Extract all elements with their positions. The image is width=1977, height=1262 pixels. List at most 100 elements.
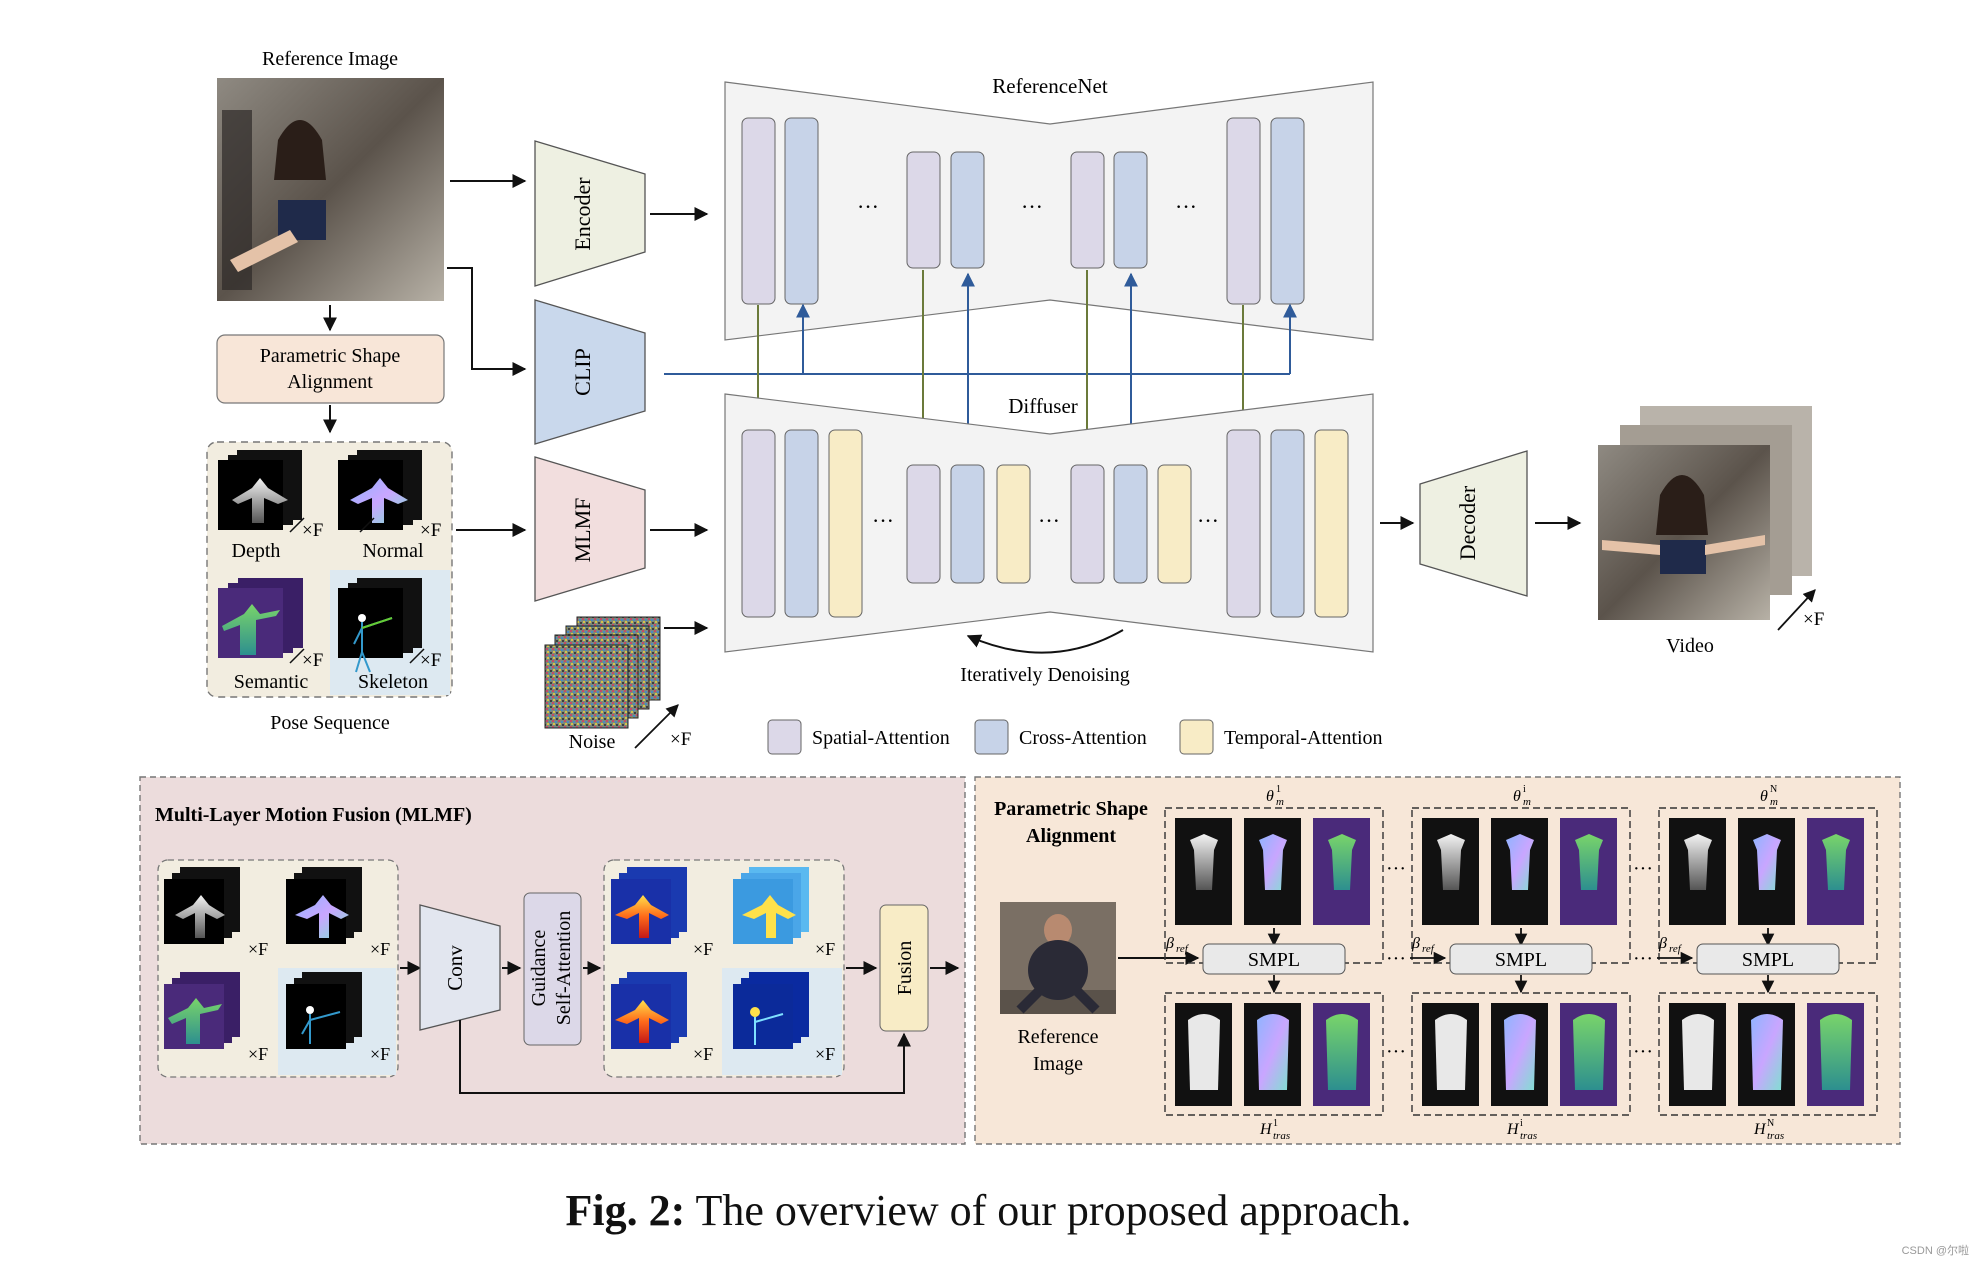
referencenet-ellipsis-1: ··· xyxy=(857,194,879,219)
beta-ref-1: β xyxy=(1165,935,1174,952)
h-1-sup: 1 xyxy=(1273,1118,1278,1129)
psa-box-line2: Alignment xyxy=(287,371,373,393)
h-3: H xyxy=(1753,1121,1767,1138)
theta-3-sup: N xyxy=(1770,784,1777,795)
mlmf-depth-times-f: ×F xyxy=(248,939,268,959)
referencenet-label: ReferenceNet xyxy=(992,74,1108,98)
parametric-shape-alignment-box xyxy=(216,334,445,404)
video-label: Video xyxy=(1666,635,1714,657)
h-1: H xyxy=(1259,1121,1273,1138)
referencenet-block xyxy=(724,81,1374,341)
legend-spatial-swatch xyxy=(767,719,802,755)
mlmf-normal-times-f: ×F xyxy=(370,939,390,959)
mlmf-guided-times-f-2: ×F xyxy=(815,939,835,959)
figure-caption-text: The overview of our proposed approach. xyxy=(685,1186,1412,1235)
output-video-frames xyxy=(1598,406,1812,620)
psa-reference-label-line1: Reference xyxy=(1017,1026,1098,1048)
psa-reference-image xyxy=(1000,902,1116,1014)
skeleton-label: Skeleton xyxy=(358,671,428,693)
diffuser-block xyxy=(724,393,1374,653)
mlmf-label: MLMF xyxy=(570,498,595,563)
diffuser-label: Diffuser xyxy=(1008,394,1078,418)
denoising-loop-arrow xyxy=(966,629,1124,654)
psa-group-3 xyxy=(1658,807,1878,1116)
diffuser-ellipsis-2: ··· xyxy=(1038,508,1060,533)
depth-map-stack xyxy=(218,450,302,530)
pose-sequence-label: Pose Sequence xyxy=(270,712,390,734)
psa-box-line1: Parametric Shape xyxy=(260,345,401,367)
smpl-label-1: SMPL xyxy=(1248,949,1300,971)
psa-ellipsis-top-2: ··· xyxy=(1633,858,1653,880)
beta-ref-1-sub: ref xyxy=(1176,943,1190,955)
psa-ellipsis-top-1: ··· xyxy=(1386,858,1406,880)
watermark: CSDN @尔啦 xyxy=(1901,1245,1969,1257)
beta-ref-3: β xyxy=(1658,935,1667,952)
fusion-block xyxy=(879,904,929,1032)
mlmf-guided-times-f-1: ×F xyxy=(693,939,713,959)
psa-ellipsis-bottom-1: ··· xyxy=(1386,1041,1406,1063)
semantic-times-f: ×F xyxy=(302,650,323,671)
mlmf-block xyxy=(534,456,646,602)
fusion-label: Fusion xyxy=(894,941,916,995)
guidance-label-line1: Guidance xyxy=(528,930,550,1007)
mlmf-input-maps xyxy=(164,867,362,1049)
guidance-label-line2: Self-Attention xyxy=(553,911,575,1025)
encoder-block xyxy=(534,140,646,287)
mlmf-panel-title: Multi-Layer Motion Fusion (MLMF) xyxy=(155,804,472,826)
conv-block xyxy=(419,904,501,1031)
conv-label: Conv xyxy=(443,945,467,991)
theta-1: θ xyxy=(1266,788,1274,805)
beta-ref-3-sub: ref xyxy=(1669,943,1683,955)
theta-3: θ xyxy=(1760,788,1768,805)
legend-cross-label: Cross-Attention xyxy=(1019,727,1147,749)
reference-image-title: Reference Image xyxy=(262,48,398,70)
legend-spatial-label: Spatial-Attention xyxy=(812,727,950,749)
psa-panel-title-line1: Parametric Shape xyxy=(994,798,1148,820)
noise-stack xyxy=(544,616,661,729)
psa-ellipsis-mid-2: ··· xyxy=(1633,948,1653,970)
mlmf-guided-maps xyxy=(611,867,809,1049)
diffuser-ellipsis-3: ··· xyxy=(1197,508,1219,533)
normal-label: Normal xyxy=(362,540,424,562)
h-2-sub: tras xyxy=(1520,1130,1537,1142)
theta-2: θ xyxy=(1513,788,1521,805)
video-times-f: ×F xyxy=(1803,609,1824,630)
encoder-label: Encoder xyxy=(570,177,595,251)
h-2: H xyxy=(1506,1121,1520,1138)
depth-label: Depth xyxy=(232,540,281,562)
referencenet-ellipsis-2: ··· xyxy=(1021,194,1043,219)
psa-group-1 xyxy=(1164,807,1384,1116)
semantic-label: Semantic xyxy=(234,671,309,693)
clip-label: CLIP xyxy=(570,348,595,396)
legend-temporal-label: Temporal-Attention xyxy=(1224,727,1383,749)
skeleton-map-stack xyxy=(338,578,422,673)
figure-caption: Fig. 2: The overview of our proposed app… xyxy=(0,1185,1977,1236)
smpl-label-2: SMPL xyxy=(1495,949,1547,971)
decoder-block xyxy=(1419,450,1528,597)
skeleton-times-f: ×F xyxy=(420,650,441,671)
figure-caption-prefix: Fig. 2: xyxy=(565,1186,686,1235)
smpl-label-3: SMPL xyxy=(1742,949,1794,971)
normal-times-f: ×F xyxy=(420,520,441,541)
theta-1-sup: 1 xyxy=(1276,784,1281,795)
normal-map-stack xyxy=(338,450,422,530)
mlmf-guided-times-f-4: ×F xyxy=(815,1044,835,1064)
referencenet-ellipsis-3: ··· xyxy=(1175,194,1197,219)
semantic-map-stack xyxy=(218,578,303,658)
reference-image xyxy=(217,78,444,301)
mlmf-semantic-times-f: ×F xyxy=(248,1044,268,1064)
h-3-sub: tras xyxy=(1767,1130,1784,1142)
h-1-sub: tras xyxy=(1273,1130,1290,1142)
diffuser-ellipsis-1: ··· xyxy=(872,508,894,533)
theta-2-sup: i xyxy=(1523,784,1526,795)
psa-panel-title-line2: Alignment xyxy=(1026,825,1116,847)
h-3-sup: N xyxy=(1767,1118,1774,1129)
theta-1-sub: m xyxy=(1276,796,1284,808)
legend-temporal-swatch xyxy=(1179,719,1214,755)
psa-ellipsis-mid-1: ··· xyxy=(1386,948,1406,970)
psa-group-2 xyxy=(1411,807,1631,1116)
noise-label: Noise xyxy=(569,731,616,753)
clip-block xyxy=(534,299,646,445)
noise-times-f: ×F xyxy=(670,729,691,750)
